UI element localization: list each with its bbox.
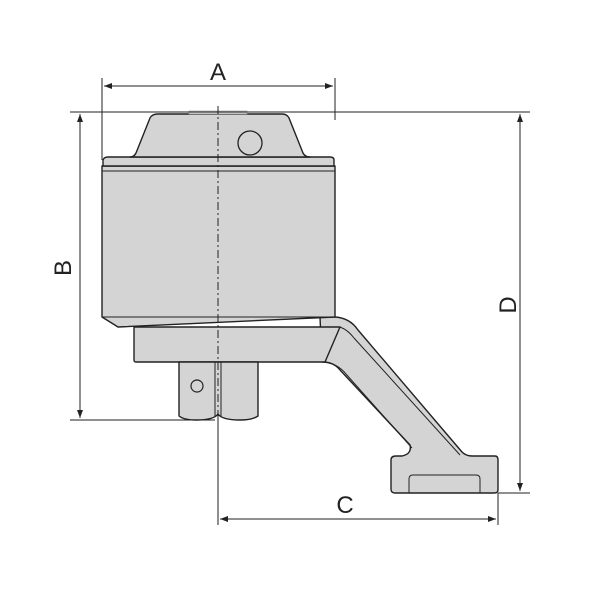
- dimension-label-b: B: [50, 260, 77, 276]
- top-cap: [129, 113, 311, 158]
- reaction-arm: [319, 316, 499, 494]
- drive-pin-hole: [190, 379, 204, 393]
- dimension-lines: [70, 78, 530, 525]
- foot-slot: [408, 474, 481, 493]
- dimension-label-d: D: [495, 296, 522, 313]
- arm-inner-line-2: [324, 361, 413, 449]
- lower-block: [133, 326, 341, 363]
- dimension-label-c: C: [336, 492, 353, 519]
- dimension-label-a: A: [210, 59, 226, 86]
- cap-hole: [237, 130, 263, 156]
- arm-inner-line: [339, 326, 461, 456]
